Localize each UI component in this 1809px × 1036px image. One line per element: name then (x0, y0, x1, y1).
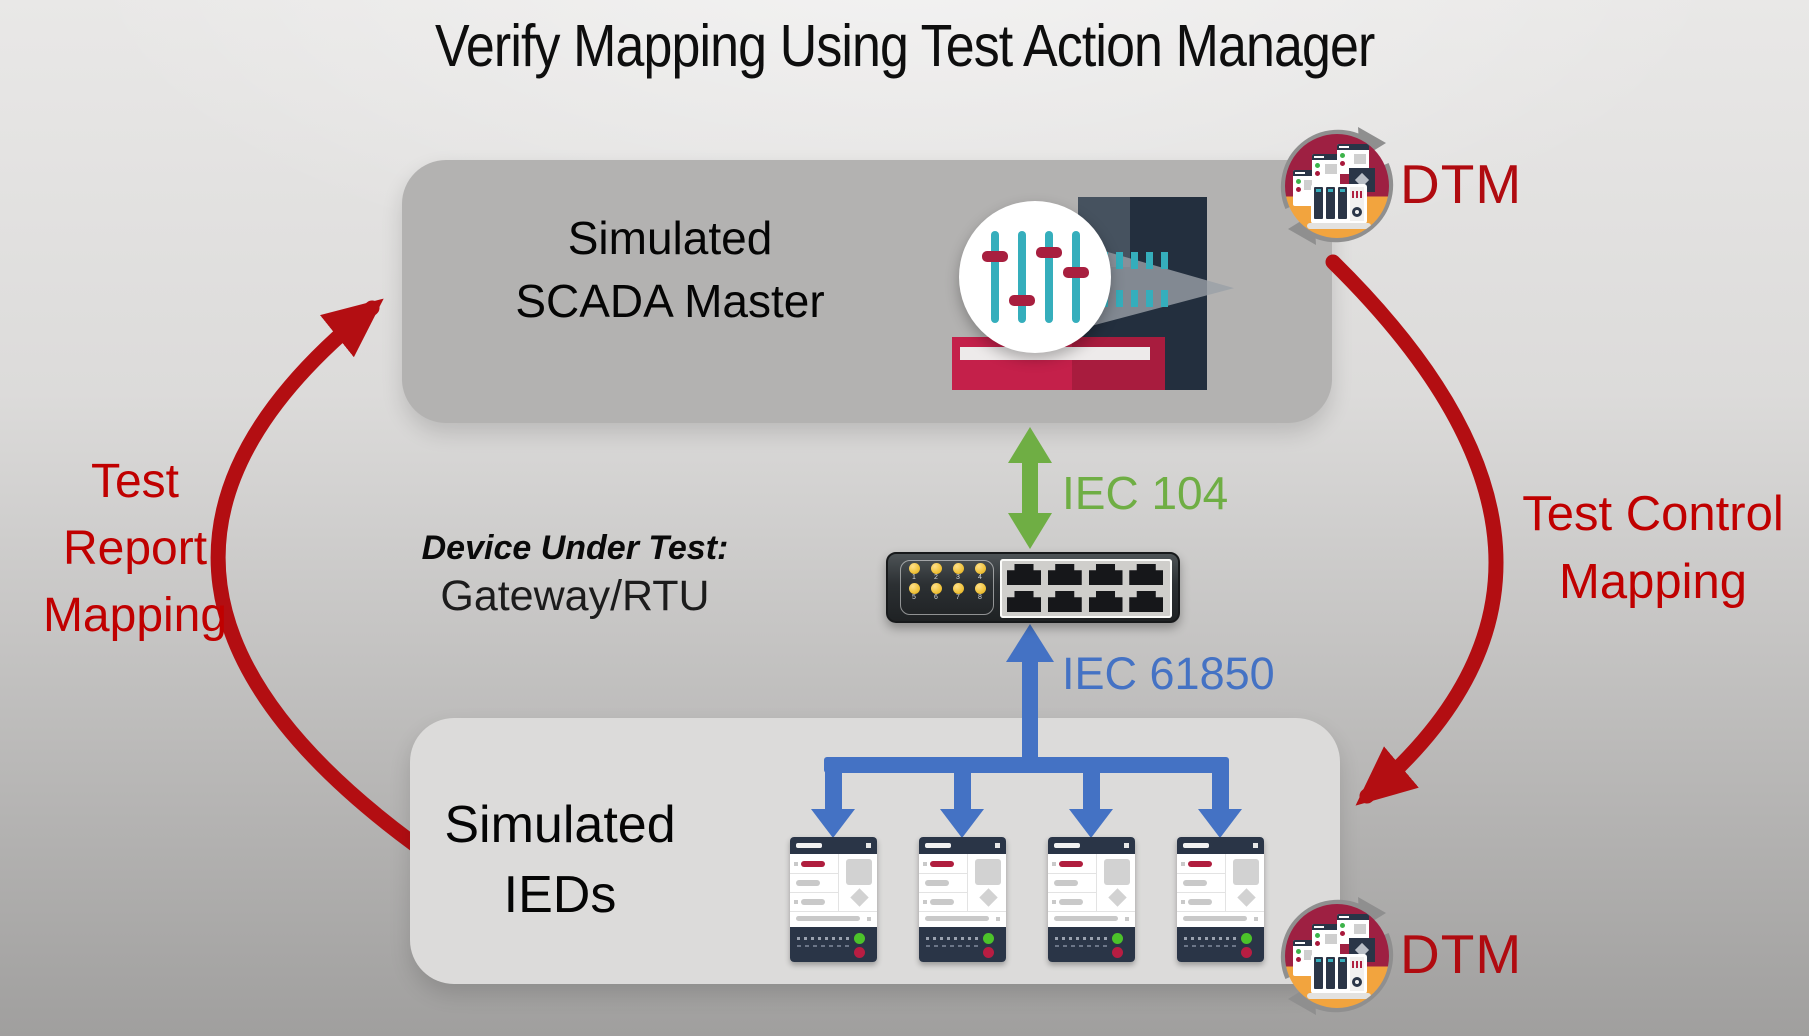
ied-device-card (790, 837, 877, 962)
scada-label-line2: SCADA Master (515, 275, 825, 327)
dtm-icon-slot-bottom (1272, 891, 1402, 1021)
led-indicator: 4 (971, 563, 989, 582)
laptop-icon (1307, 954, 1371, 1002)
test-control-mapping-label: Test Control Mapping (1478, 480, 1809, 616)
dtm-label-top: DTM (1400, 153, 1523, 215)
ied-device-card (1177, 837, 1264, 962)
iec61850-label: IEC 61850 (1062, 648, 1275, 699)
ethernet-port (1047, 591, 1082, 612)
test-report-mapping-label: Test Report Mapping (10, 448, 260, 649)
dtm-circle (1285, 904, 1389, 1008)
label-line: Test (90, 455, 180, 508)
ethernet-port (1007, 564, 1041, 585)
iec104-arrow (1008, 427, 1052, 549)
label-line: Mapping (42, 589, 228, 642)
ied-label-line2: IEDs (503, 866, 617, 924)
ethernet-port-panel (1000, 559, 1172, 618)
ied-led-panel (1048, 927, 1135, 962)
ied-device-card (1048, 837, 1135, 962)
ied-titlebar (919, 837, 1006, 854)
green-status-led (983, 933, 994, 944)
ied-led-panel (919, 927, 1006, 962)
ied-card-row (790, 837, 1264, 962)
green-status-led (854, 933, 865, 944)
led-frame (900, 560, 994, 615)
right-feedback-arc (1325, 254, 1504, 806)
ied-box-label: Simulated IEDs (370, 790, 750, 930)
dut-device-name: Gateway/RTU (440, 572, 710, 620)
ied-titlebar (1048, 837, 1135, 854)
label-line: Test Control (1522, 487, 1784, 541)
ied-label-line1: Simulated (444, 796, 676, 854)
page-title: Verify Mapping Using Test Action Manager (0, 12, 1809, 80)
dtm-icon (1272, 121, 1402, 251)
dut-caption: Device Under Test: (421, 529, 729, 567)
device-under-test-label: Device Under Test: Gateway/RTU (380, 526, 770, 622)
page-title-text: Verify Mapping Using Test Action Manager (434, 13, 1375, 79)
green-status-led (1112, 933, 1123, 944)
ied-titlebar (1177, 837, 1264, 854)
scada-base-stripe (960, 347, 1150, 360)
ied-body (1048, 854, 1135, 927)
red-status-led (983, 947, 994, 958)
scada-box-label: Simulated SCADA Master (420, 207, 920, 333)
laptop-icon (1307, 184, 1371, 232)
ied-body (919, 854, 1006, 927)
red-status-led (854, 947, 865, 958)
dtm-circle (1285, 134, 1389, 238)
ethernet-port (1088, 564, 1123, 585)
led-indicator: 6 (927, 583, 945, 602)
ethernet-port (1088, 591, 1123, 612)
label-line: Report (62, 522, 208, 575)
led-indicator: 2 (927, 563, 945, 582)
ethernet-port (1007, 591, 1041, 612)
dtm-icon (1272, 891, 1402, 1021)
ied-led-panel (1177, 927, 1264, 962)
led-indicator: 3 (949, 563, 967, 582)
scada-base-shade (1072, 337, 1165, 390)
scada-label-line1: Simulated (567, 212, 773, 264)
label-line: Mapping (1559, 555, 1747, 609)
iec104-label: IEC 104 (1062, 467, 1229, 519)
green-status-led (1241, 933, 1252, 944)
sliders-icon (959, 201, 1111, 353)
led-indicator: 1 (905, 563, 923, 582)
led-indicator: 8 (971, 583, 989, 602)
red-status-led (1241, 947, 1252, 958)
ethernet-port (1129, 591, 1164, 612)
ied-body (1177, 854, 1264, 927)
led-indicator: 7 (949, 583, 967, 602)
red-status-led (1112, 947, 1123, 958)
ied-device-card (919, 837, 1006, 962)
ied-led-panel (790, 927, 877, 962)
ied-titlebar (790, 837, 877, 854)
led-indicator: 5 (905, 583, 923, 602)
ied-body (790, 854, 877, 927)
ethernet-port (1129, 564, 1164, 585)
dtm-label-bottom: DTM (1400, 923, 1523, 985)
dtm-icon-slot-top (1272, 121, 1402, 251)
ethernet-port (1047, 564, 1082, 585)
